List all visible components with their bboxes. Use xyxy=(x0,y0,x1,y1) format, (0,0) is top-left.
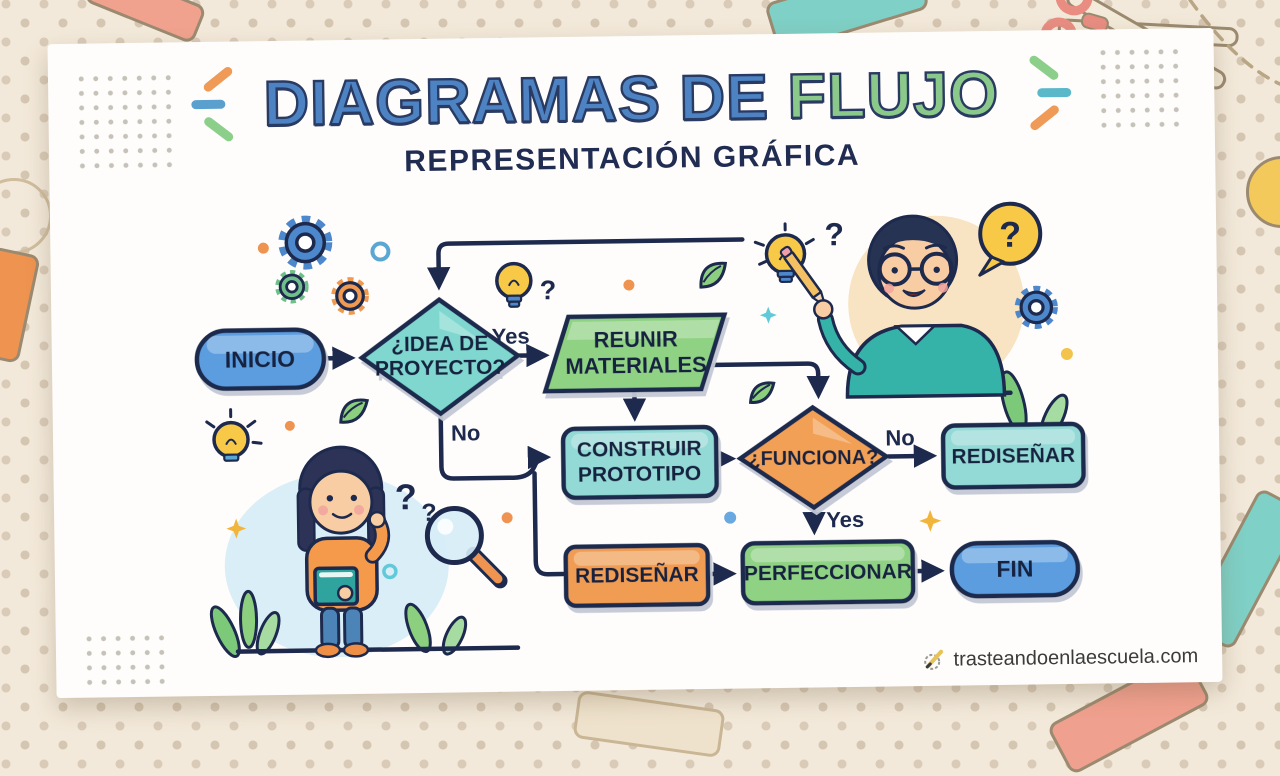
lightbulb-icon-3 xyxy=(207,409,262,461)
sparkle-icon-teal xyxy=(760,307,777,324)
svg-text:¿FUNCIONA?: ¿FUNCIONA? xyxy=(748,447,878,471)
svg-text:¿IDEA DE: ¿IDEA DE xyxy=(391,332,489,356)
girl-ground-line xyxy=(238,648,518,652)
node-idea-proyecto: ¿IDEA DE PROYECTO? xyxy=(361,299,519,415)
node-perfeccionar: PERFECCIONAR xyxy=(743,541,914,603)
svg-text:PROYECTO?: PROYECTO? xyxy=(375,356,506,381)
leaf-icon-1 xyxy=(335,394,373,428)
svg-text:REUNIR: REUNIR xyxy=(593,326,678,352)
svg-text:INICIO: INICIO xyxy=(225,346,296,373)
edge-label-yes-2: Yes xyxy=(826,507,864,533)
sparkle-icon-yellow-right xyxy=(919,510,941,532)
circle-doodle-left xyxy=(0,178,52,254)
girl-face xyxy=(309,471,372,534)
leaf-icon-3 xyxy=(745,378,778,407)
svg-text:REDISEÑAR: REDISEÑAR xyxy=(951,444,1075,469)
yellow-dot-doodle-right xyxy=(1246,156,1280,228)
pencil-doodle-top-left xyxy=(83,0,207,45)
node-redisenar-alt: REDISEÑAR xyxy=(566,545,709,606)
node-redisenar-loop: REDISEÑAR xyxy=(943,424,1084,488)
edge-label-no-1: No xyxy=(451,420,481,445)
svg-text:CONSTRUIR: CONSTRUIR xyxy=(577,437,702,462)
lightbulb-icon-1 xyxy=(497,263,532,306)
node-inicio: INICIO xyxy=(197,329,325,389)
ring-blue xyxy=(372,243,388,259)
dot-yellow-1 xyxy=(1061,348,1073,360)
node-reunir-materiales: REUNIR MATERIALES xyxy=(544,315,725,392)
question-mark-girl-1: ? xyxy=(395,476,418,517)
node-funciona: ¿FUNCIONA? xyxy=(740,407,887,509)
leaf-icon-2 xyxy=(694,257,731,292)
watermark: trasteandoenlaescuela.com xyxy=(922,644,1198,672)
edge-label-no-2: No xyxy=(885,425,915,450)
node-fin: FIN xyxy=(952,542,1079,597)
dot-blue-1 xyxy=(724,512,736,524)
edge-no-branch-redisena xyxy=(535,473,563,574)
svg-text:REDISEÑAR: REDISEÑAR xyxy=(575,563,699,588)
question-mark-2: ? xyxy=(824,216,844,252)
watermark-logo-icon xyxy=(922,648,946,672)
svg-text:PERFECCIONAR: PERFECCIONAR xyxy=(744,560,912,585)
node-construir-prototipo: CONSTRUIR PROTOTIPO xyxy=(563,427,717,498)
gear-icon-blue-large xyxy=(284,221,327,264)
flowchart-canvas: Yes No No Yes INICIO ¿IDEA DE PROYECTO? … xyxy=(47,28,1222,698)
svg-text:MATERIALES: MATERIALES xyxy=(565,352,707,379)
gear-icon-blue-small xyxy=(1019,290,1053,324)
dot-orange-2 xyxy=(623,280,634,291)
edge-funciona-redisena xyxy=(888,456,931,457)
svg-text:FIN: FIN xyxy=(996,555,1033,582)
edge-feedback-top xyxy=(438,239,743,284)
svg-text:PROTOTIPO: PROTOTIPO xyxy=(578,462,702,487)
question-mark-1: ? xyxy=(540,275,557,305)
dot-orange-3 xyxy=(502,512,513,523)
girl-hand xyxy=(370,512,385,527)
dot-orange-4 xyxy=(285,421,295,431)
boy-hand xyxy=(814,300,832,318)
gear-icon-green xyxy=(279,274,305,300)
speech-bubble-question: ? xyxy=(979,203,1041,275)
dot-orange-1 xyxy=(258,243,269,254)
watermark-text: trasteandoenlaescuela.com xyxy=(953,645,1198,671)
pencil-doodle-left-edge xyxy=(0,246,41,364)
eraser-doodle-bottom-center xyxy=(572,690,725,758)
poster-card: DIAGRAMAS DE FLUJO REPRESENTACIÓN GRÁFIC… xyxy=(47,28,1222,698)
gear-icon-orange xyxy=(335,281,365,311)
question-mark-bubble: ? xyxy=(999,214,1022,255)
